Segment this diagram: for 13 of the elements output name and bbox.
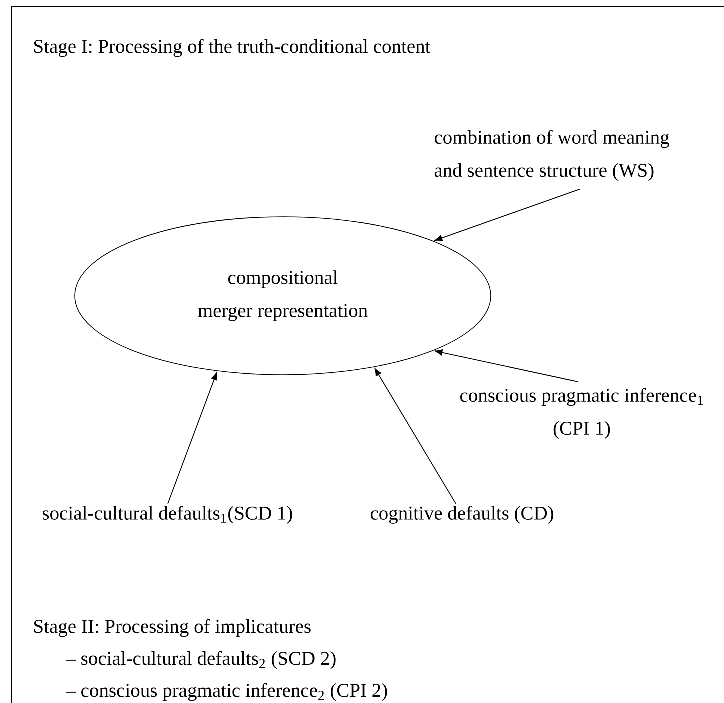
arrow	[434, 350, 578, 382]
source-label: social-cultural defaults$_{1}$(SCD 1)	[43, 506, 292, 524]
stage-text: – social-cultural defaults$_{2}$ (SCD 2)	[66, 651, 336, 670]
stage-text: – conscious pragmatic inference$_{2}$ (CPI 2)	[66, 683, 388, 702]
stage-text: Stage I: Processing of the truth-conditional content	[34, 39, 431, 58]
source-label: conscious pragmatic inference$_{1}$ (CPI 1)	[460, 388, 703, 440]
source-label: combination of word meaning and sentence structure (WS)	[434, 130, 670, 182]
ellipse-node: compositional merger representation	[74, 216, 492, 376]
arrow	[434, 188, 581, 242]
arrow	[168, 372, 218, 504]
source-label: cognitive defaults (CD)	[370, 506, 554, 524]
stage-text: Stage II: Processing of implicatures	[34, 619, 311, 638]
arrow	[374, 368, 456, 504]
